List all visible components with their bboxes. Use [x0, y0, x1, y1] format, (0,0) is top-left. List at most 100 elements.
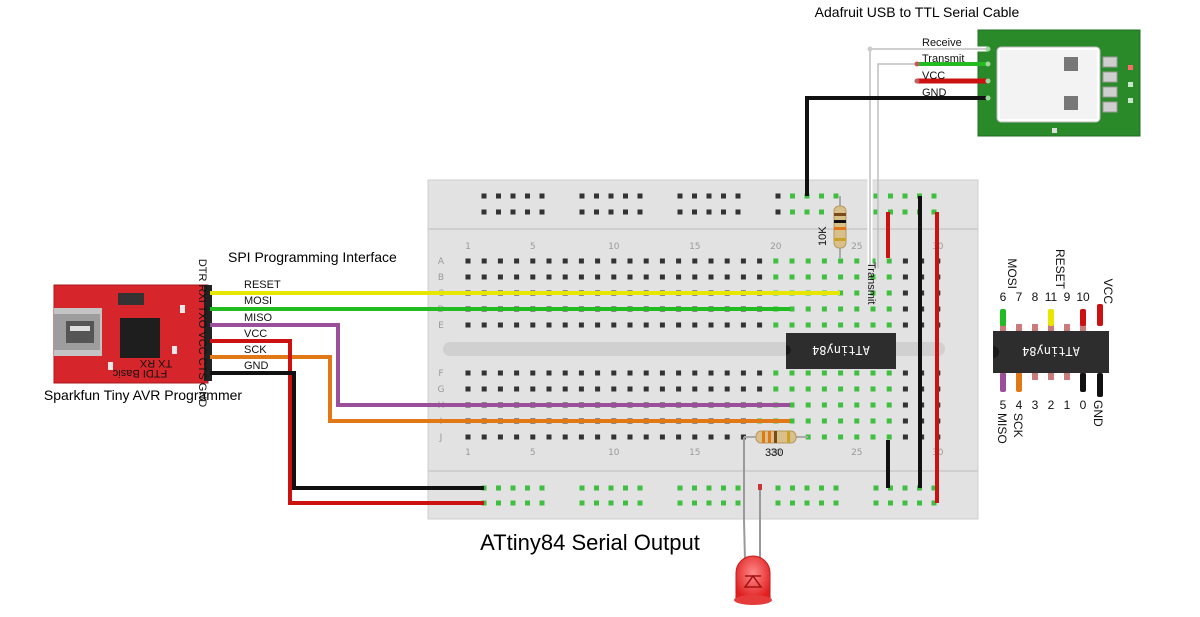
- breadboard-hole: [886, 290, 892, 296]
- breadboard-hole: [595, 434, 601, 440]
- rail-hole: [833, 485, 839, 491]
- breadboard-hole: [546, 434, 552, 440]
- breadboard-hole: [789, 402, 795, 408]
- breadboard-hole: [659, 258, 665, 264]
- breadboard-hole: [724, 258, 730, 264]
- breadboard-hole: [886, 386, 892, 392]
- rail-hole: [623, 500, 628, 506]
- breadboard-hole: [902, 418, 908, 424]
- breadboard-hole: [902, 370, 908, 376]
- breadboard-hole: [562, 370, 568, 376]
- serial-wire-labels: Receive Transmit VCC GND: [922, 37, 964, 99]
- rail-hole: [637, 193, 643, 199]
- programmer-board-text: FTDI Basic: [112, 367, 167, 379]
- rail-hole: [790, 485, 795, 491]
- breadboard-hole: [497, 274, 503, 280]
- column-number: 10: [608, 448, 620, 458]
- rail-hole: [510, 485, 516, 491]
- column-number: 5: [530, 242, 536, 252]
- pinout-chip-label: ATtiny84: [1022, 344, 1080, 358]
- rail-hole: [594, 500, 599, 506]
- breadboard-hole: [838, 418, 844, 424]
- breadboard-hole: [805, 274, 811, 280]
- rail-hole: [623, 193, 628, 199]
- column-number: 10: [608, 242, 620, 252]
- resistor-330-label: 330: [765, 447, 783, 459]
- breadboard-hole: [643, 434, 649, 440]
- breadboard-hole: [789, 274, 795, 280]
- breadboard-hole: [595, 258, 601, 264]
- pin-num-bottom: 5: [1000, 398, 1007, 412]
- breadboard-hole: [838, 290, 844, 296]
- breadboard-hole: [870, 386, 876, 392]
- breadboard-hole: [514, 386, 520, 392]
- rail-hole: [579, 485, 585, 491]
- breadboard-hole: [627, 434, 633, 440]
- pin-num-top: 9: [1064, 290, 1071, 304]
- rail-hole: [637, 485, 643, 491]
- breadboard-hole: [902, 434, 908, 440]
- breadboard-hole: [821, 402, 827, 408]
- rail-hole: [775, 485, 781, 491]
- breadboard-hole: [692, 258, 698, 264]
- rail-hole: [692, 209, 697, 215]
- breadboard-hole: [497, 386, 503, 392]
- breadboard-hole: [708, 322, 714, 328]
- breadboard-hole: [514, 274, 520, 280]
- breadboard-hole: [546, 386, 552, 392]
- breadboard-hole: [724, 370, 730, 376]
- breadboard-hole: [870, 418, 876, 424]
- breadboard-hole: [821, 434, 827, 440]
- breadboard-hole: [773, 322, 779, 328]
- breadboard-hole: [643, 370, 649, 376]
- breadboard-hole: [643, 386, 649, 392]
- breadboard-hole: [838, 274, 844, 280]
- spi-labels: SPI Programming Interface RESET MOSI MIS…: [228, 249, 397, 372]
- breadboard-hole: [773, 386, 779, 392]
- breadboard-hole: [465, 370, 471, 376]
- rail-hole: [833, 500, 839, 506]
- rail-hole: [692, 193, 697, 199]
- led-red: [734, 437, 772, 605]
- column-number: 15: [689, 242, 700, 252]
- resistor-330: 330: [744, 430, 808, 459]
- breadboard-hole: [595, 370, 601, 376]
- breadboard-hole: [902, 290, 908, 296]
- breadboard-hole: [514, 434, 520, 440]
- chip-leg: [1032, 372, 1038, 380]
- breadboard-hole: [659, 274, 665, 280]
- rail-hole: [902, 485, 908, 491]
- pinout-top-numbers: 6 7 8 11 9 10: [1000, 290, 1090, 304]
- breadboard-hole: [854, 434, 860, 440]
- programmer-header-text: DTR RXI TXO VCC CTS GND: [196, 259, 208, 407]
- breadboard-hole: [611, 258, 617, 264]
- resistor-10k-label: 10K: [817, 226, 829, 246]
- breadboard-hole: [611, 322, 617, 328]
- rail-hole: [931, 485, 937, 491]
- rail-hole: [510, 193, 516, 199]
- rail-hole: [706, 209, 712, 215]
- rail-hole: [525, 193, 530, 199]
- rail-hole: [721, 500, 726, 506]
- rail-hole: [735, 193, 741, 199]
- breadboard-hole: [870, 290, 876, 296]
- breadboard-hole: [902, 322, 908, 328]
- breadboard-hole: [643, 274, 649, 280]
- breadboard-hole: [886, 306, 892, 312]
- breadboard-hole: [773, 274, 779, 280]
- breadboard-hole: [578, 274, 584, 280]
- pin-num-bottom: 1: [1064, 398, 1071, 412]
- spi-pin-vcc: VCC: [244, 328, 267, 340]
- rail-hole: [677, 209, 683, 215]
- rail-hole: [623, 485, 628, 491]
- breadboard-hole: [530, 434, 536, 440]
- chip-leg: [1048, 372, 1054, 380]
- breadboard-hole: [789, 418, 795, 424]
- breadboard-hole: [821, 370, 827, 376]
- rail-hole: [902, 209, 908, 215]
- breadboard-hole: [886, 274, 892, 280]
- breadboard-hole: [854, 274, 860, 280]
- rail-hole: [677, 485, 683, 491]
- breadboard-hole: [659, 386, 665, 392]
- breadboard-hole: [595, 274, 601, 280]
